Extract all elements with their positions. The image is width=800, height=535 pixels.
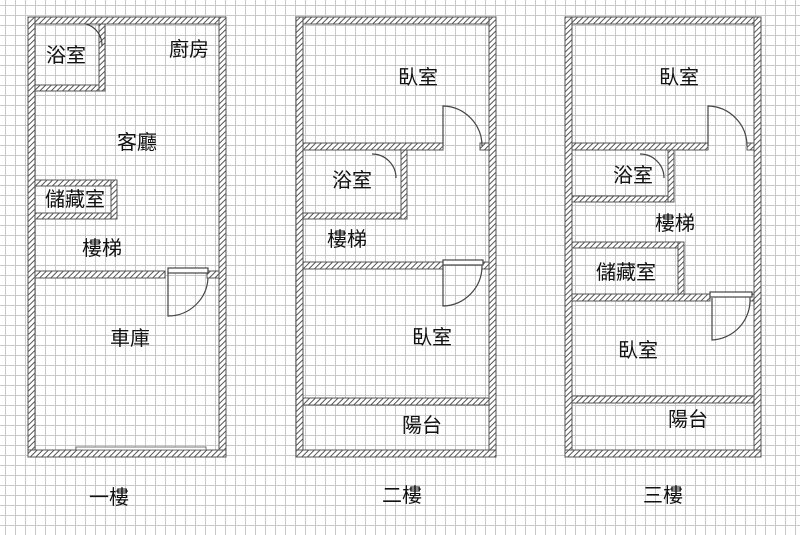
floor-1-label: 一樓 bbox=[89, 485, 129, 509]
floor-3-room-stairs: 樓梯 bbox=[655, 211, 695, 235]
floor-3-label: 三樓 bbox=[643, 483, 683, 507]
floor-2-label: 二樓 bbox=[382, 483, 422, 507]
floor-1-garage-opening bbox=[75, 446, 207, 451]
floor-3-room-balcony: 陽台 bbox=[668, 407, 708, 431]
floor-3-room-bedroom-top: 臥室 bbox=[659, 65, 699, 89]
floor-2-plan bbox=[295, 16, 497, 458]
floor-2-room-bedroom-bottom: 臥室 bbox=[412, 325, 452, 349]
floor-1-room-living-room: 客廳 bbox=[117, 130, 157, 154]
floor-1-door bbox=[167, 267, 209, 317]
floor-1-room-stairs: 樓梯 bbox=[82, 236, 122, 260]
floor-1-bath-door bbox=[85, 23, 103, 47]
floor-1-plan bbox=[27, 16, 227, 458]
floor-3-room-storage: 儲藏室 bbox=[596, 260, 656, 284]
floor-2-doors bbox=[371, 105, 484, 307]
floor-3-doors bbox=[639, 105, 753, 341]
floor-2-walls bbox=[295, 16, 497, 458]
floor-3-room-bathroom: 浴室 bbox=[613, 163, 653, 187]
floor-2-room-bedroom-top: 臥室 bbox=[398, 65, 438, 89]
floor-1-room-kitchen: 廚房 bbox=[169, 37, 209, 61]
floor-2-room-stairs: 樓梯 bbox=[327, 227, 367, 251]
floor-3-plan bbox=[564, 16, 762, 458]
floor-3-room-bedroom-bottom: 臥室 bbox=[618, 338, 658, 362]
floor-1-room-storage: 儲藏室 bbox=[45, 187, 105, 211]
floor-2-room-balcony: 陽台 bbox=[402, 413, 442, 437]
floor-3-walls bbox=[564, 16, 762, 458]
floor-2-room-bathroom: 浴室 bbox=[332, 168, 372, 192]
floor-1-room-garage: 車庫 bbox=[110, 326, 150, 350]
floor-1-walls bbox=[27, 16, 227, 458]
floor-1-room-bathroom: 浴室 bbox=[46, 43, 86, 67]
